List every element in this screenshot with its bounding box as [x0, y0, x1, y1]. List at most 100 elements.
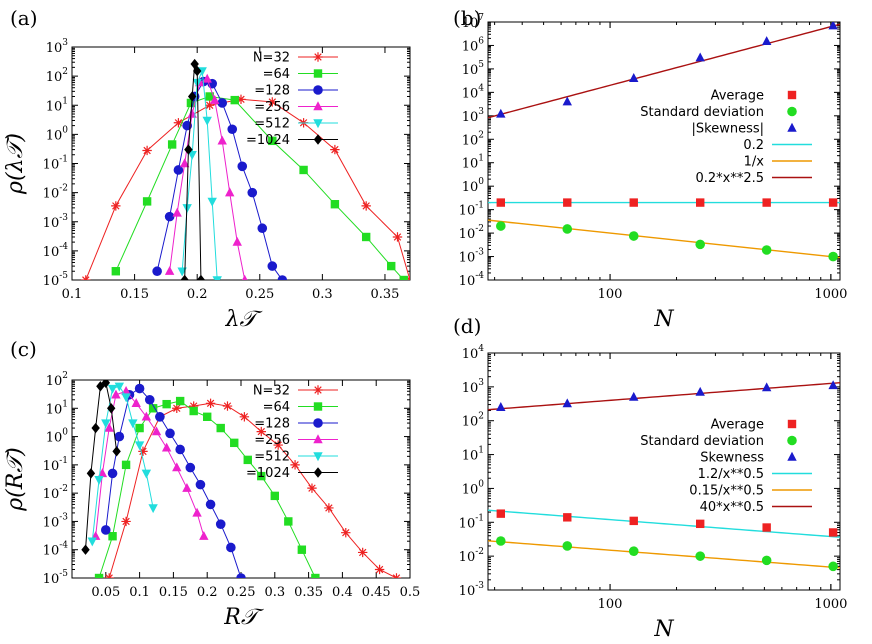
- data-point: [215, 519, 226, 529]
- x-tick-label: 0.2: [187, 287, 208, 302]
- data-point: [361, 232, 371, 242]
- data-point: [239, 412, 250, 422]
- data-point: [184, 144, 193, 155]
- y-tick-label: 100: [46, 428, 69, 446]
- data-point: [101, 525, 111, 535]
- data-point: [196, 274, 206, 280]
- data-point: [762, 198, 771, 207]
- legend-label: 1.2/x**0.5: [698, 467, 764, 482]
- data-point: [134, 441, 145, 451]
- data-point: [284, 517, 293, 526]
- y-tick-label: 10-1: [459, 201, 484, 219]
- data-point: [112, 446, 121, 457]
- legend-swatch-marker: [313, 101, 323, 111]
- data-point: [230, 95, 239, 105]
- y-tick-label: 10-3: [459, 581, 485, 599]
- legend-swatch-marker: [313, 134, 323, 145]
- data-point: [277, 275, 288, 280]
- y-axis-label: ρ(R𝒯): [3, 447, 28, 512]
- data-point: [217, 98, 228, 108]
- y-tick-label: 102: [46, 371, 68, 389]
- data-point: [87, 537, 97, 547]
- data-point: [374, 564, 385, 575]
- data-point: [267, 97, 277, 107]
- legend-label: =256: [254, 100, 290, 115]
- legend-label: =64: [263, 67, 290, 82]
- data-point: [94, 573, 104, 578]
- data-point: [629, 73, 639, 82]
- data-point: [81, 544, 90, 555]
- data-point: [243, 455, 252, 465]
- x-tick-label: 0.5: [400, 585, 421, 600]
- data-point: [187, 151, 197, 160]
- data-point: [180, 274, 189, 280]
- data-point: [172, 462, 182, 472]
- data-point: [134, 383, 145, 394]
- y-tick-label: 100: [462, 479, 485, 497]
- x-tick-label: 1000: [814, 597, 847, 612]
- x-tick-label: 0.1: [62, 287, 83, 302]
- legend-swatch-marker: [313, 402, 323, 411]
- data-point: [828, 528, 838, 537]
- data-point: [141, 469, 152, 479]
- y-axis-label: ρ(λ𝒯): [3, 133, 28, 195]
- data-point: [391, 573, 402, 578]
- data-point: [232, 236, 242, 246]
- legend-label: 0.2: [743, 138, 764, 153]
- data-point: [299, 165, 308, 175]
- x-tick-label: 0.25: [245, 287, 274, 302]
- panel-label-b: (b): [453, 6, 481, 30]
- y-tick-label: 10-2: [459, 224, 484, 242]
- x-tick-label: 1000: [814, 287, 847, 302]
- data-point: [175, 444, 185, 455]
- data-point: [496, 509, 506, 518]
- data-point: [762, 523, 771, 532]
- data-point: [179, 158, 190, 168]
- legend-label: =512: [254, 450, 290, 465]
- y-tick-label: 101: [46, 399, 68, 417]
- data-point: [131, 398, 141, 408]
- data-point: [828, 251, 838, 262]
- y-tick-label: 101: [462, 446, 484, 464]
- series-line: [169, 78, 246, 280]
- y-tick-label: 10-1: [43, 155, 68, 173]
- y-tick-label: 103: [462, 107, 485, 125]
- x-tick-label: 0.1: [129, 585, 150, 600]
- legend-label: =256: [254, 433, 290, 448]
- legend-swatch-marker: [787, 90, 797, 100]
- data-point: [182, 482, 192, 492]
- y-tick-label: 107: [462, 13, 485, 31]
- y-tick-label: 10-4: [43, 242, 69, 260]
- panel-label-c: (c): [10, 337, 37, 361]
- data-point: [212, 276, 222, 280]
- data-point: [185, 462, 196, 473]
- data-point: [761, 555, 772, 566]
- data-point: [141, 411, 152, 421]
- y-tick-label: 10-1: [459, 513, 484, 531]
- data-point: [695, 386, 705, 396]
- data-point: [217, 135, 227, 145]
- data-point: [161, 442, 172, 452]
- x-tick-label: 0.45: [362, 585, 391, 600]
- legend-label: Standard deviation: [640, 105, 764, 120]
- data-point: [225, 187, 235, 197]
- data-point: [142, 197, 152, 206]
- data-point: [257, 223, 268, 234]
- y-tick-label: 100: [462, 177, 485, 195]
- legend-label: |Skewness|: [692, 122, 765, 137]
- series-line: [156, 80, 283, 280]
- data-point: [114, 382, 125, 392]
- legend-label: =128: [254, 417, 290, 432]
- data-point: [236, 573, 246, 578]
- x-tick-label: 0.05: [91, 585, 120, 600]
- data-point: [107, 468, 118, 479]
- data-point: [205, 398, 216, 409]
- data-point: [152, 266, 162, 277]
- y-tick-label: 10-2: [43, 184, 68, 202]
- data-point: [562, 96, 572, 106]
- data-point: [496, 221, 506, 231]
- data-point: [828, 198, 838, 207]
